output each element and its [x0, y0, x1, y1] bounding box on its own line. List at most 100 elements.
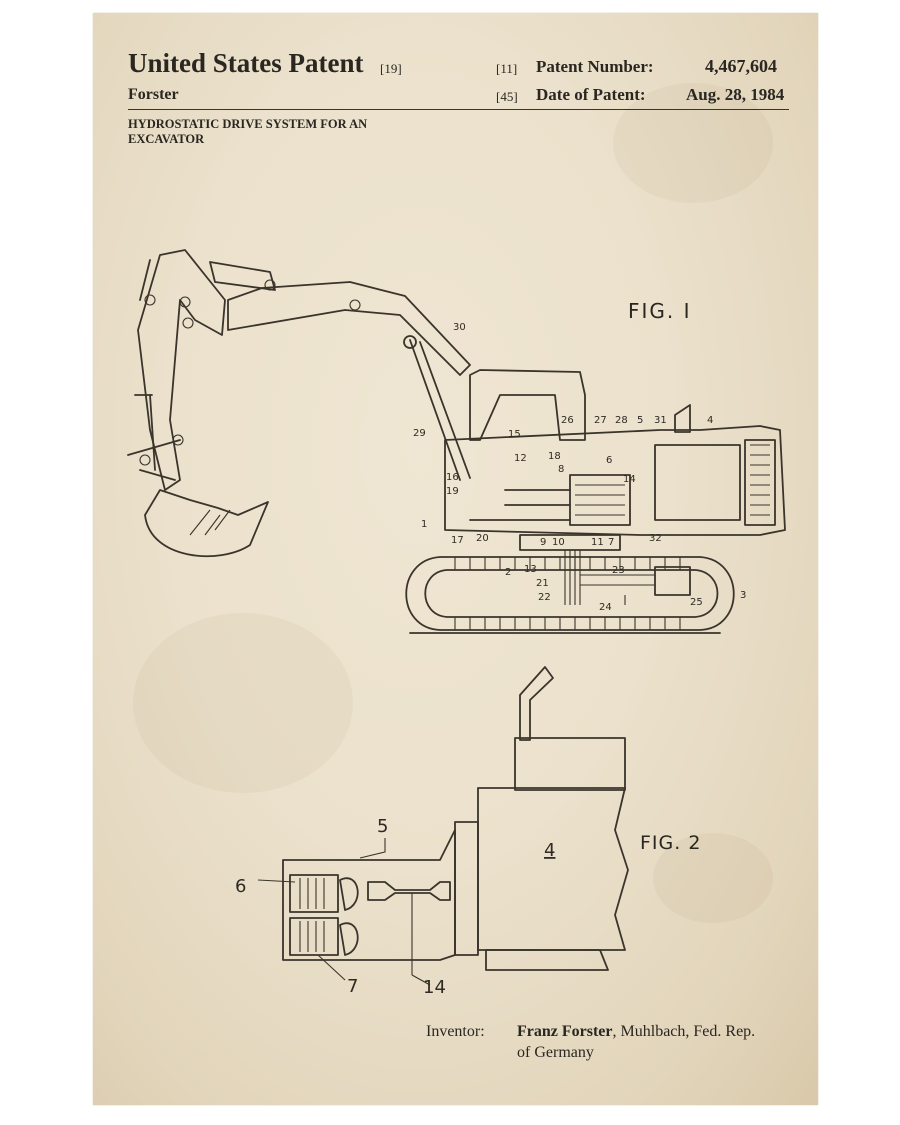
inventor-full-line: Franz Forster, Muhlbach, Fed. Rep. — [517, 1023, 755, 1041]
flywheel-housing — [454, 821, 479, 956]
ref-num: 5 — [377, 816, 388, 837]
paper-stain — [613, 83, 773, 203]
fig1-excavator-drawing: 30 29 15 16 19 1 17 20 12 18 8 26 27 28 … — [127, 249, 786, 634]
leader-14 — [411, 974, 431, 986]
engine-body — [477, 787, 629, 951]
counterweight-radiator — [744, 439, 776, 526]
fig1-reference-numerals: 30 29 15 16 19 1 17 20 12 18 8 26 27 28 … — [413, 322, 746, 613]
ref-num: 3 — [740, 590, 746, 601]
ref-num: 7 — [608, 537, 614, 548]
pump-housing — [282, 829, 456, 961]
date-ref-code: [45] — [496, 89, 518, 104]
title-ref-code: [19] — [380, 61, 402, 76]
cab — [469, 369, 586, 441]
upper-structure — [444, 425, 786, 536]
track-links — [454, 557, 681, 630]
ref-num: 17 — [451, 535, 464, 546]
inventor-label: Inventor: — [426, 1023, 485, 1040]
patent-number-value: 4,467,604 — [705, 56, 777, 76]
pump-block-6 — [289, 874, 339, 913]
ref-num: 6 — [606, 455, 612, 466]
ref-num: 20 — [476, 533, 489, 544]
paper-stain — [653, 833, 773, 923]
ref-num: 5 — [637, 415, 643, 426]
stick-arm — [137, 249, 226, 491]
header-rule — [128, 109, 789, 110]
fig2-engine-pump-drawing: 5 6 7 14 4 — [235, 666, 629, 998]
ref-num: 23 — [612, 565, 625, 576]
ref-num: 13 — [524, 564, 537, 575]
patent-number-label: Patent Number: — [536, 57, 654, 76]
pump-block-7 — [289, 917, 339, 956]
bucket — [144, 489, 269, 558]
boom-outline — [227, 281, 471, 376]
ref-num: 7 — [347, 976, 358, 997]
ref-num: 21 — [536, 578, 549, 589]
stick-cylinder — [139, 259, 156, 471]
engine-upper-housing — [514, 737, 626, 791]
ref-num: 4 — [707, 415, 713, 426]
ref-num: 32 — [649, 533, 662, 544]
pump-assembly — [569, 474, 631, 526]
ref-num: 6 — [235, 876, 246, 897]
date-of-patent-label: Date of Patent: — [536, 85, 646, 104]
ref-num: 10 — [552, 537, 565, 548]
leader-5 — [359, 838, 386, 859]
date-of-patent-value: Aug. 28, 1984 — [686, 85, 785, 104]
exhaust-pipe — [519, 666, 554, 741]
exhaust-stack — [674, 404, 691, 433]
bucket-teeth — [189, 509, 231, 536]
boom-top — [209, 261, 276, 291]
ref-num: 9 — [540, 537, 546, 548]
ref-num: 8 — [558, 464, 564, 475]
ref-num: 28 — [615, 415, 628, 426]
ref-num: 30 — [453, 322, 466, 333]
ref-num: 31 — [654, 415, 667, 426]
crawler-track — [405, 556, 735, 631]
patent-number-ref-code: [11] — [496, 61, 518, 76]
invention-title-line1: HYDROSTATIC DRIVE SYSTEM FOR AN — [128, 117, 368, 131]
ref-num: 22 — [538, 592, 551, 603]
ref-num: 4 — [544, 840, 555, 861]
engine-block — [654, 444, 741, 521]
radiator-fins — [750, 444, 770, 516]
pivot-pin — [403, 335, 417, 349]
paper-stain — [133, 613, 353, 793]
ref-num: 27 — [594, 415, 607, 426]
ref-num: 18 — [548, 451, 561, 462]
invention-title-line2: EXCAVATOR — [128, 132, 205, 146]
fig2-label: FIG. 2 — [640, 832, 702, 854]
ref-num: 25 — [690, 597, 703, 608]
inventor-country: of Germany — [517, 1044, 594, 1061]
ref-num: 12 — [514, 453, 527, 464]
leader-7 — [317, 954, 346, 981]
stick-link — [127, 394, 181, 481]
travel-lines — [564, 550, 655, 605]
engine-lower — [485, 949, 609, 971]
inventor-location: , Muhlbach, Fed. Rep. — [612, 1023, 756, 1040]
swing-ring — [519, 534, 621, 551]
fig1-label: FIG. I — [628, 299, 692, 323]
inventor-name: Franz Forster — [517, 1023, 613, 1040]
swashplate-lower — [339, 922, 359, 956]
ref-num: 19 — [446, 486, 459, 497]
ref-num: 24 — [599, 602, 612, 613]
inventor-short-name: Forster — [128, 86, 179, 103]
boom-cylinder — [409, 339, 471, 481]
patent-office-title: United States Patent — [128, 48, 364, 78]
hydraulic-lines — [469, 489, 571, 521]
swashplate-upper — [339, 877, 359, 911]
ref-num: 29 — [413, 428, 426, 439]
leader-6 — [257, 879, 296, 883]
ref-num: 14 — [623, 474, 636, 485]
ref-num: 16 — [446, 472, 459, 483]
ref-num: 2 — [505, 567, 511, 578]
ref-num: 1 — [421, 519, 427, 530]
ref-num: 26 — [561, 415, 574, 426]
ref-num: 11 — [591, 537, 604, 548]
travel-motor — [654, 566, 691, 596]
ref-num: 14 — [423, 977, 446, 998]
crawler-track-inner — [424, 569, 719, 618]
ref-num: 15 — [508, 429, 521, 440]
